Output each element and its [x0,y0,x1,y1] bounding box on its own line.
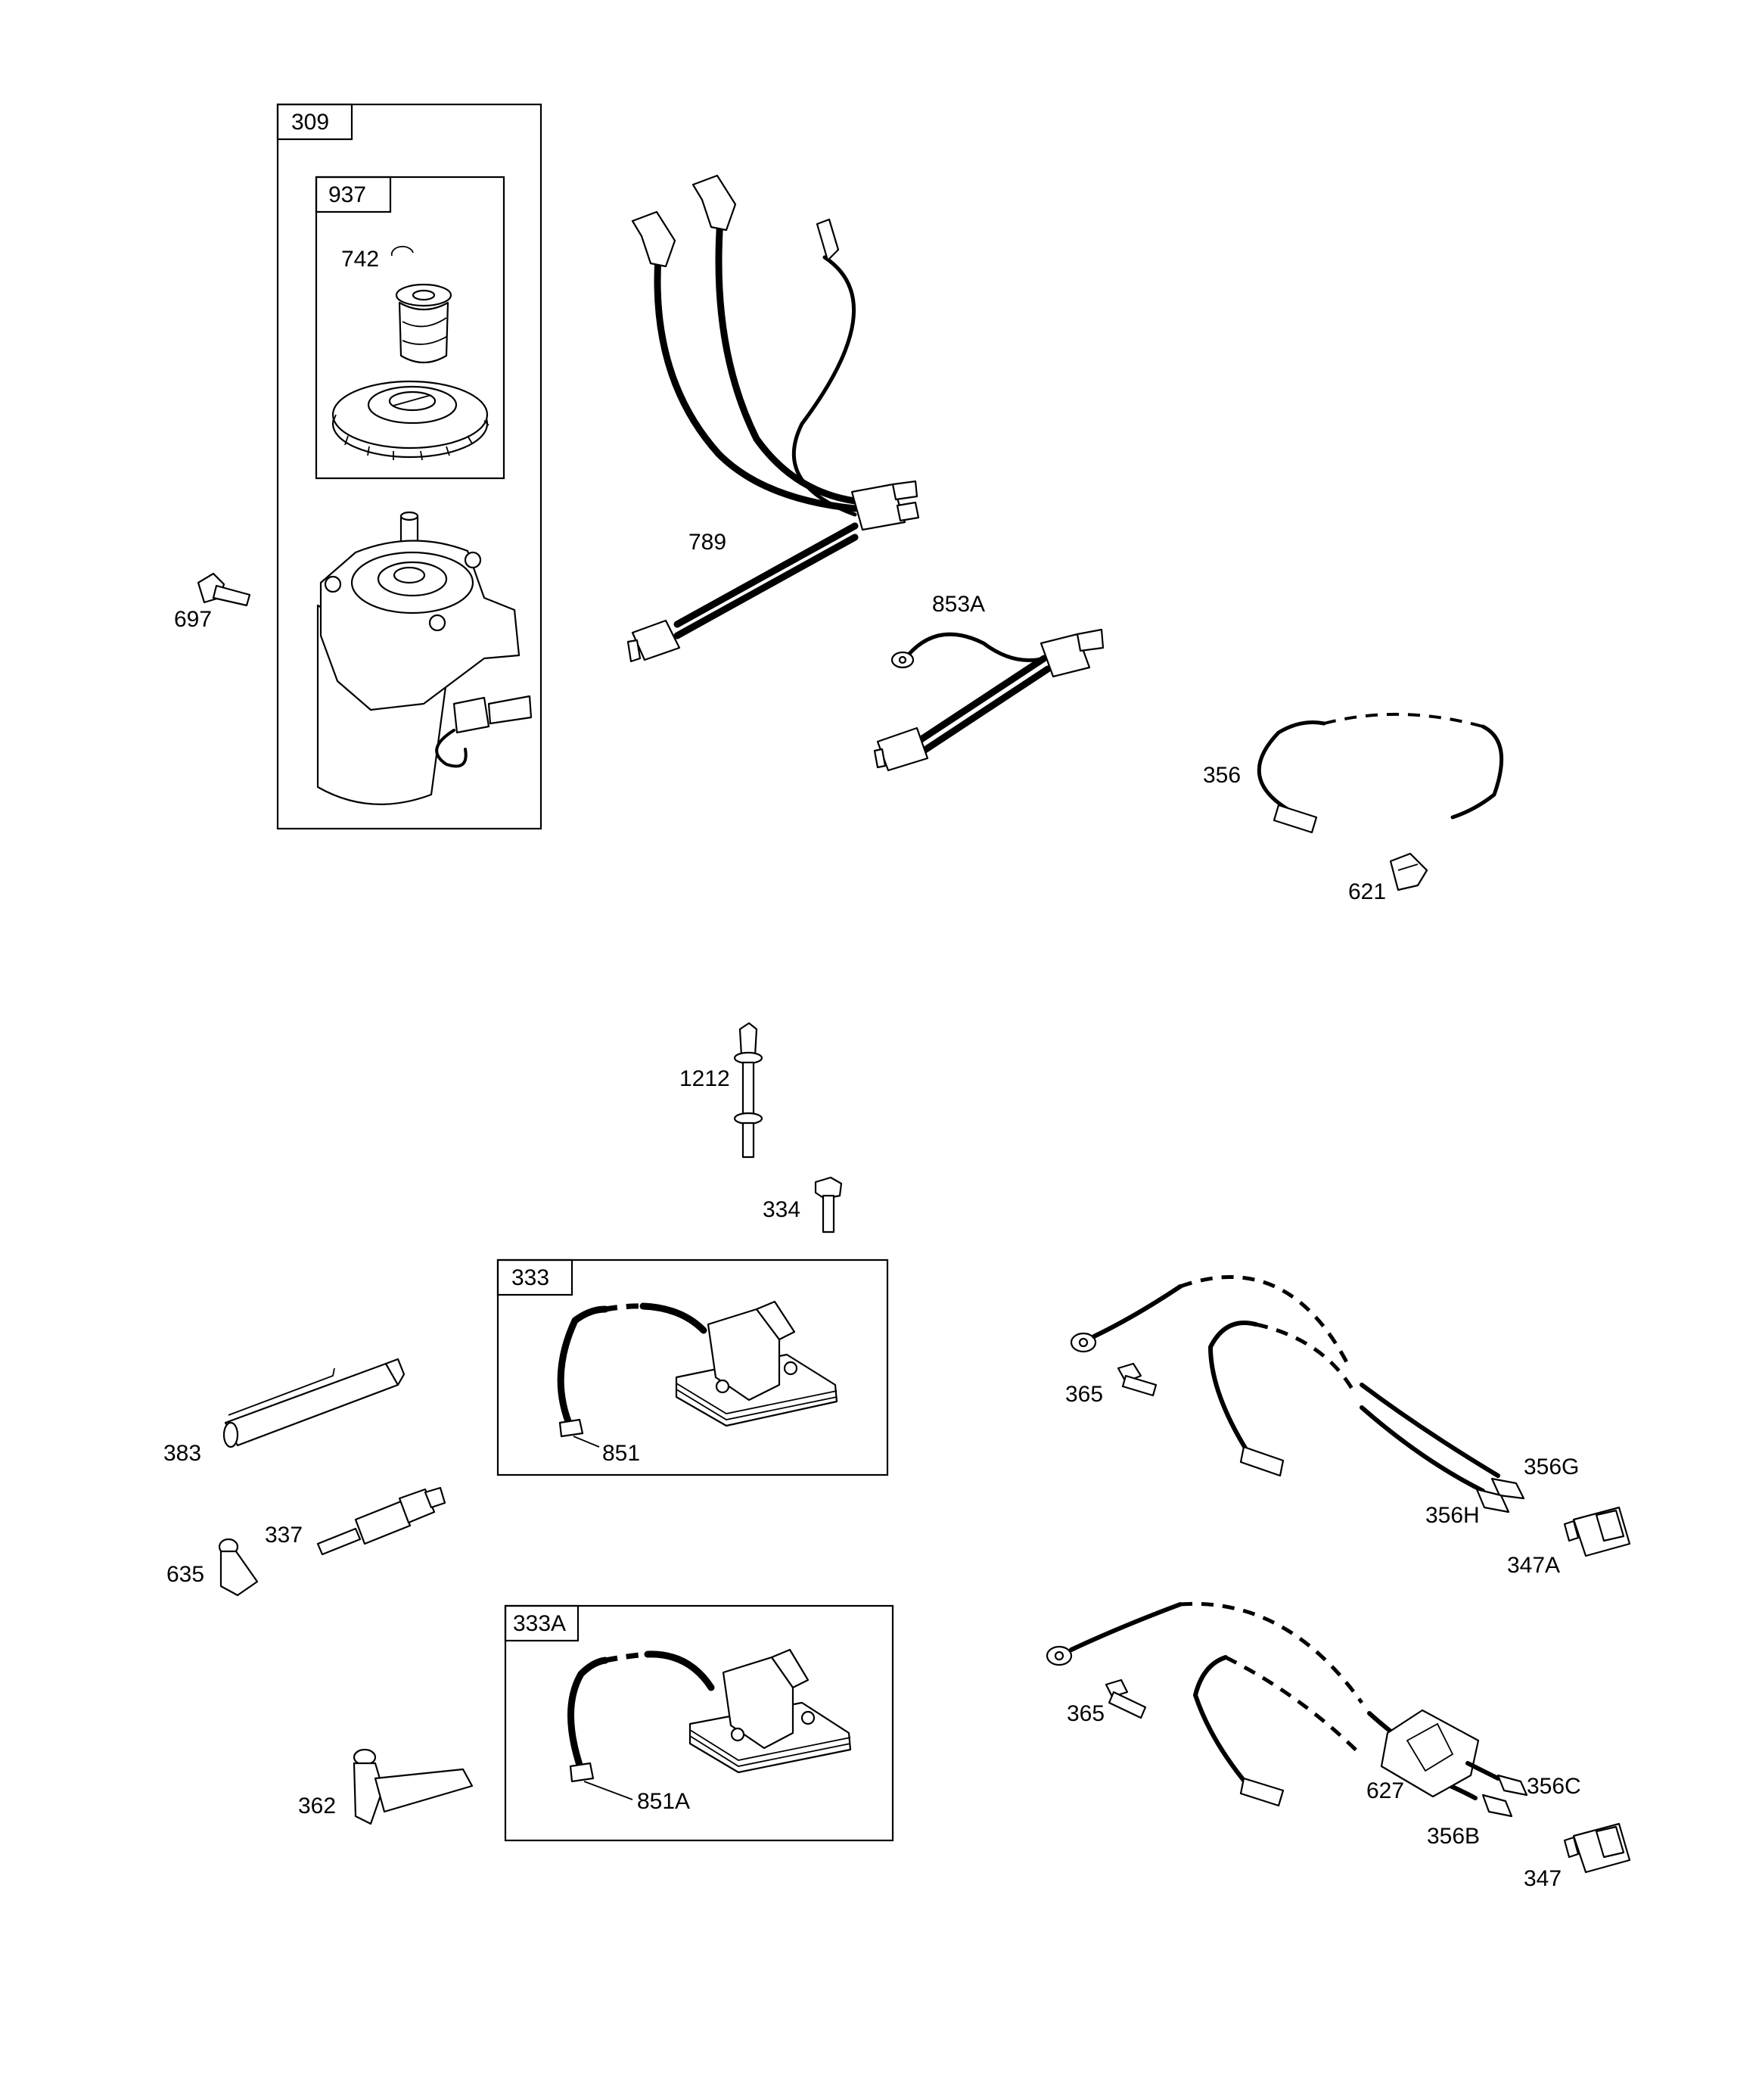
callout-365-lower: 365 [1067,1701,1105,1726]
callout-333A: 333A [513,1611,566,1636]
bolt-697 [197,572,251,607]
callout-789: 789 [688,530,726,555]
starter-motor [316,511,533,805]
callout-383: 383 [163,1441,201,1466]
callout-937: 937 [328,182,366,207]
wiring-group-upper: 365 356G 356H 347A [1065,1275,1631,1578]
callout-347: 347 [1524,1866,1562,1891]
callout-333: 333 [511,1265,549,1290]
callout-356H: 356H [1425,1503,1480,1528]
callout-356G: 356G [1524,1454,1579,1479]
starter-motor-assembly-309: 309 937 742 [276,103,542,830]
wiring-harness-853A [873,628,1105,772]
retaining-ring-742 [390,245,414,257]
label-box-333 [496,1258,573,1296]
starter-gear [331,380,489,461]
callout-697: 697 [174,607,212,632]
callout-853A: 853A [932,592,985,617]
tool-383 [222,1358,406,1448]
spark-plug-337 [316,1486,446,1556]
callout-362: 362 [298,1794,336,1818]
stud-1212 [733,1022,763,1159]
ignition-coil-box-333A [504,1604,894,1842]
callout-635: 635 [166,1562,204,1587]
wire-356 [1257,712,1504,834]
callout-742: 742 [341,247,379,272]
callout-309: 309 [291,110,329,135]
callout-356B: 356B [1427,1824,1480,1849]
callout-334: 334 [763,1197,800,1222]
wiring-harness-789 [626,174,920,663]
spark-plug-boot-635 [218,1538,259,1597]
label-box-333A [504,1604,580,1642]
callout-365-upper: 365 [1065,1382,1103,1407]
rocker-switch-347A [1563,1506,1631,1557]
callout-347A: 347A [1507,1553,1560,1578]
callout-627: 627 [1366,1778,1404,1803]
label-box-309 [276,103,353,141]
callout-337: 337 [265,1523,303,1548]
callout-356: 356 [1203,763,1241,788]
rocker-switch-347 [1563,1822,1631,1874]
callout-356C: 356C [1527,1774,1581,1799]
bolt-334 [814,1176,843,1234]
drive-kit-box [315,176,505,480]
ignition-coil-box-333 [496,1258,889,1476]
tool-362 [353,1748,474,1825]
callout-851A: 851A [637,1789,690,1814]
callout-851: 851 [602,1441,640,1466]
label-box-937 [315,176,392,213]
starter-pinion [395,283,452,363]
ignition-coil-333: 333 851 [496,1258,889,1476]
clip-621 [1389,852,1428,891]
starter-assembly-box [276,103,542,830]
callout-621: 621 [1348,879,1386,904]
callout-1212: 1212 [679,1066,730,1091]
wiring-group-lower: 365 627 356C 356B 347 [1046,1601,1631,1891]
ignition-coil-333A: 333A 851A [504,1604,894,1842]
